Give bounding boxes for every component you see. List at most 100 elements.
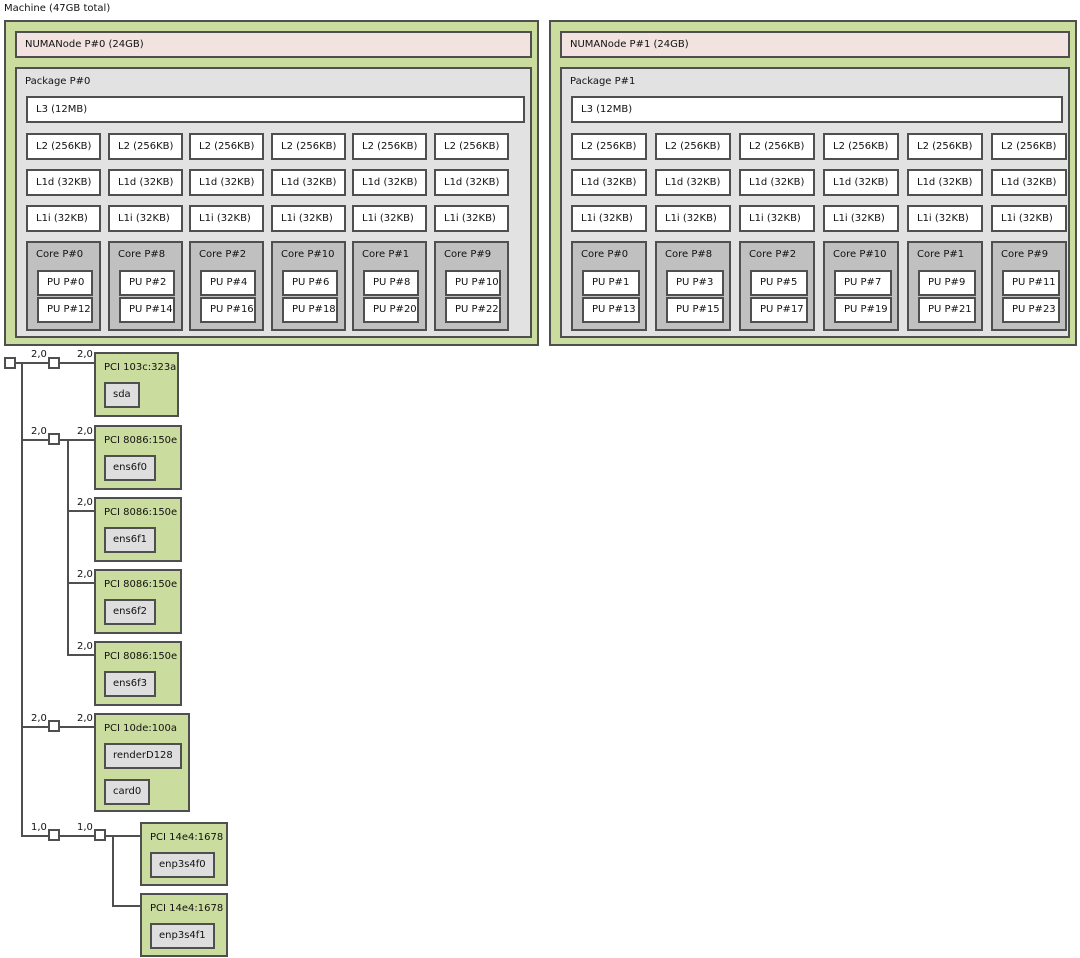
l1i-cache-box: L1i (32KB) <box>739 205 815 232</box>
l1d-cache-box: L1d (32KB) <box>189 169 264 196</box>
os-device-box: enp3s4f0 <box>150 852 215 878</box>
link-speed-label: 2,0 <box>77 497 93 508</box>
l2-cache-box: L2 (256KB) <box>271 133 346 160</box>
l2-cache-box: L2 (256KB) <box>434 133 509 160</box>
os-device-box: renderD128 <box>104 743 182 769</box>
pci-device-label: PCI 8086:150e <box>104 579 178 590</box>
pci-device-label: PCI 103c:323a <box>104 362 177 373</box>
pu-box: PU P#2 <box>119 270 175 296</box>
pu-box: PU P#16 <box>200 297 256 323</box>
os-device-box: ens6f1 <box>104 527 156 553</box>
l1d-cache-box: L1d (32KB) <box>991 169 1067 196</box>
l1d-cache-box: L1d (32KB) <box>823 169 899 196</box>
link-line <box>21 362 23 837</box>
l1d-cache-box: L1d (32KB) <box>352 169 427 196</box>
pu-box: PU P#12 <box>37 297 93 323</box>
pu-box: PU P#3 <box>666 270 724 296</box>
pu-box: PU P#6 <box>282 270 338 296</box>
l1d-cache-box: L1d (32KB) <box>571 169 647 196</box>
link-speed-label: 2,0 <box>77 641 93 652</box>
pci-device-label: PCI 8086:150e <box>104 651 178 662</box>
package-label: Package P#1 <box>570 76 636 87</box>
host-bridge-square <box>4 357 16 369</box>
core-label: Core P#1 <box>917 249 965 260</box>
pci-bridge-square <box>94 829 106 841</box>
link-speed-label: 2,0 <box>31 349 47 360</box>
link-speed-label: 2,0 <box>77 426 93 437</box>
pu-box: PU P#22 <box>445 297 501 323</box>
pci-device-label: PCI 14e4:1678 <box>150 903 224 914</box>
core-label: Core P#9 <box>1001 249 1049 260</box>
link-speed-label: 2,0 <box>77 569 93 580</box>
pu-box: PU P#20 <box>363 297 419 323</box>
pu-box: PU P#7 <box>834 270 892 296</box>
pci-device-box: PCI 14e4:1678 enp3s4f0 <box>140 822 228 886</box>
l2-cache-box: L2 (256KB) <box>907 133 983 160</box>
pu-box: PU P#19 <box>834 297 892 323</box>
link-line <box>67 510 94 512</box>
core-label: Core P#9 <box>444 249 492 260</box>
core-label: Core P#1 <box>362 249 410 260</box>
core-label: Core P#10 <box>833 249 887 260</box>
pu-box: PU P#21 <box>918 297 976 323</box>
pu-box: PU P#18 <box>282 297 338 323</box>
package-label: Package P#0 <box>25 76 91 87</box>
core-label: Core P#0 <box>581 249 629 260</box>
l1i-cache-box: L1i (32KB) <box>352 205 427 232</box>
l1i-cache-box: L1i (32KB) <box>991 205 1067 232</box>
core-label: Core P#8 <box>665 249 713 260</box>
core-label: Core P#2 <box>199 249 247 260</box>
pu-box: PU P#8 <box>363 270 419 296</box>
link-line <box>112 835 114 907</box>
l1d-cache-box: L1d (32KB) <box>434 169 509 196</box>
link-speed-label: 2,0 <box>77 349 93 360</box>
pci-device-label: PCI 14e4:1678 <box>150 832 224 843</box>
machine-label: Machine (47GB total) <box>4 3 111 14</box>
os-device-box: ens6f0 <box>104 455 156 481</box>
link-line <box>67 439 69 656</box>
pu-box: PU P#13 <box>582 297 640 323</box>
core-label: Core P#2 <box>749 249 797 260</box>
l1d-cache-box: L1d (32KB) <box>907 169 983 196</box>
pu-box: PU P#14 <box>119 297 175 323</box>
l1d-cache-box: L1d (32KB) <box>655 169 731 196</box>
l2-cache-box: L2 (256KB) <box>189 133 264 160</box>
pci-bridge-square <box>48 357 60 369</box>
l2-cache-box: L2 (256KB) <box>26 133 101 160</box>
link-line <box>22 835 140 837</box>
link-speed-label: 2,0 <box>31 713 47 724</box>
l1i-cache-box: L1i (32KB) <box>189 205 264 232</box>
l2-cache-box: L2 (256KB) <box>352 133 427 160</box>
link-line <box>112 905 140 907</box>
l2-cache-box: L2 (256KB) <box>571 133 647 160</box>
pu-box: PU P#0 <box>37 270 93 296</box>
pu-box: PU P#23 <box>1002 297 1060 323</box>
core-label: Core P#10 <box>281 249 335 260</box>
pu-box: PU P#1 <box>582 270 640 296</box>
l2-cache-box: L2 (256KB) <box>739 133 815 160</box>
l1i-cache-box: L1i (32KB) <box>571 205 647 232</box>
pci-device-label: PCI 10de:100a <box>104 723 177 734</box>
l2-cache-box: L2 (256KB) <box>991 133 1067 160</box>
numanode-label-box: NUMANode P#1 (24GB) <box>560 31 1070 58</box>
core-label: Core P#8 <box>118 249 166 260</box>
link-line <box>67 654 94 656</box>
l1d-cache-box: L1d (32KB) <box>108 169 183 196</box>
os-device-box: sda <box>104 382 140 408</box>
